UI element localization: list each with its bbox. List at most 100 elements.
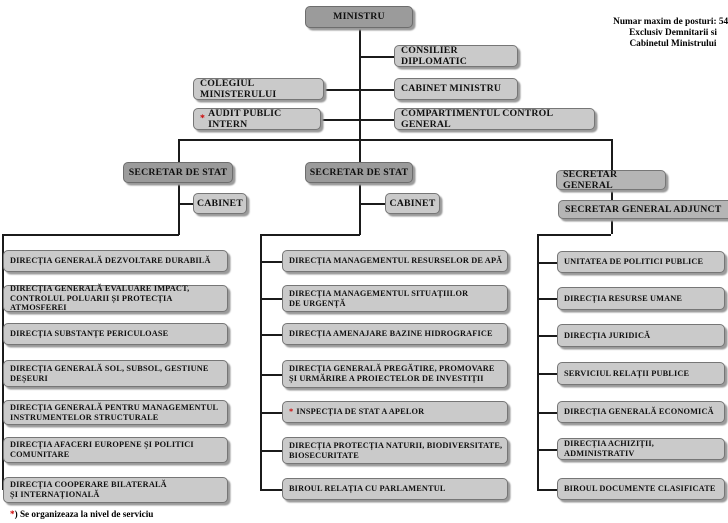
node-secretar-general-adjunct: SECRETAR GENERAL ADJUNCT: [558, 200, 728, 219]
connector: [260, 234, 360, 236]
connector: [260, 334, 282, 336]
node-label: DIRECȚIA GENERALĂ SOL, SUBSOL, GESTIUNE …: [10, 363, 209, 383]
connector: [537, 234, 539, 489]
connector: [537, 373, 557, 375]
connector: [260, 489, 282, 491]
connector: [537, 489, 557, 491]
footnote-text: ) Se organizeaza la nivel de serviciu: [14, 509, 154, 519]
node-right-6: DIRECȚIA ACHIZIȚII, ADMINISTRATIV: [557, 438, 725, 460]
node-right-2: DIRECȚIA RESURSE UMANE: [557, 287, 725, 310]
connector: [260, 412, 282, 414]
node-middle-5: * INSPECȚIA DE STAT A APELOR: [282, 401, 508, 423]
connector: [178, 203, 193, 205]
connector: [537, 412, 557, 414]
node-left-5: DIRECȚIA GENERALĂ PENTRU MANAGEMENTUL IN…: [3, 400, 228, 425]
connector: [537, 449, 557, 451]
node-label: DIRECȚIA GENERALĂ DEZVOLTARE DURABILĂ: [10, 256, 211, 266]
node-label: DIRECȚIA GENERALĂ PENTRU MANAGEMENTUL IN…: [10, 402, 219, 422]
node-label: SECRETAR DE STAT: [128, 166, 228, 178]
node-compartimentul-control-general: COMPARTIMENTUL CONTROL GENERAL: [394, 108, 595, 130]
node-label: DIRECȚIA COOPERARE BILATERALĂ ȘI INTERNA…: [10, 480, 167, 499]
connector: [537, 298, 557, 300]
connector: [359, 139, 361, 162]
connector: [359, 56, 394, 58]
connector: [611, 219, 613, 234]
node-label: BIROUL RELAȚIA CU PARLAMENTUL: [289, 484, 446, 494]
max-posts-annotation: Numar maxim de posturi: 544 Exclusiv Dem…: [613, 17, 728, 50]
connector: [260, 298, 282, 300]
node-middle-4: DIRECȚIA GENERALĂ PREGĂTIRE, PROMOVARE Ș…: [282, 360, 508, 388]
node-middle-6: DIRECȚIA PROTECȚIA NATURII, BIODIVERSITA…: [282, 437, 508, 464]
node-audit-public-intern: * AUDIT PUBLIC INTERN: [193, 108, 321, 130]
node-label: DIRECȚIA ACHIZIȚII, ADMINISTRATIV: [564, 439, 654, 458]
node-label: CONSILIER DIPLOMATIC: [401, 44, 468, 67]
connector: [359, 89, 394, 91]
node-label: DIRECȚIA PROTECȚIA NATURII, BIODIVERSITA…: [289, 440, 503, 460]
connector: [611, 139, 613, 170]
node-label: DIRECȚIA AMENAJARE BAZINE HIDROGRAFICE: [289, 329, 493, 339]
connector: [178, 139, 612, 141]
node-secretar-de-stat-center: SECRETAR DE STAT: [305, 162, 413, 183]
node-label: DIRECȚIA RESURSE UMANE: [564, 293, 683, 303]
node-label: DIRECȚIA MANAGEMENTUL RESURSELOR DE APĂ: [289, 256, 503, 266]
node-left-7: DIRECȚIA COOPERARE BILATERALĂ ȘI INTERNA…: [3, 477, 228, 503]
node-right-3: DIRECȚIA JURIDICĂ: [557, 324, 725, 347]
node-right-1: UNITATEA DE POLITICI PUBLICE: [557, 251, 725, 273]
node-label: CABINET MINISTRU: [401, 83, 502, 95]
node-consilier-diplomatic: CONSILIER DIPLOMATIC: [394, 45, 518, 67]
node-label: SERVICIUL RELAȚII PUBLICE: [564, 368, 690, 378]
node-middle-2: DIRECȚIA MANAGEMENTUL SITUAȚIILOR DE URG…: [282, 285, 508, 312]
node-ministru: MINISTRU: [305, 6, 413, 28]
node-cabinet-ministru: CABINET MINISTRU: [394, 78, 518, 100]
node-label: CABINET: [196, 197, 244, 209]
node-left-3: DIRECȚIA SUBSTANȚE PERICULOASE: [3, 323, 228, 345]
node-label: DIRECȚIA SUBSTANȚE PERICULOASE: [10, 329, 169, 339]
connector: [321, 119, 359, 121]
node-label: COMPARTIMENTUL CONTROL GENERAL: [401, 107, 553, 130]
node-middle-1: DIRECȚIA MANAGEMENTUL RESURSELOR DE APĂ: [282, 250, 508, 272]
node-label: DIRECȚIA GENERALĂ ECONOMICĂ: [564, 407, 714, 417]
node-label: SECRETAR GENERAL ADJUNCT: [565, 203, 722, 215]
red-asterisk: *: [289, 407, 294, 417]
connector: [2, 234, 179, 236]
node-label: INSPECȚIA DE STAT A APELOR: [296, 407, 425, 417]
connector: [324, 89, 359, 91]
node-middle-7: BIROUL RELAȚIA CU PARLAMENTUL: [282, 478, 508, 500]
node-label: DIRECȚIA AFACERI EUROPENE ȘI POLITICI CO…: [10, 440, 194, 459]
node-middle-3: DIRECȚIA AMENAJARE BAZINE HIDROGRAFICE: [282, 323, 508, 345]
node-label: DIRECȚIA GENERALĂ EVALUARE IMPACT, CONTR…: [10, 284, 190, 313]
node-left-2: DIRECȚIA GENERALĂ EVALUARE IMPACT, CONTR…: [3, 284, 228, 313]
node-label: UNITATEA DE POLITICI PUBLICE: [564, 257, 704, 267]
connector: [260, 374, 282, 376]
connector: [260, 261, 282, 263]
red-asterisk: *: [10, 509, 15, 519]
red-asterisk: *: [200, 113, 206, 125]
node-label: SECRETAR GENERAL: [563, 168, 618, 191]
node-label: BIROUL DOCUMENTE CLASIFICATE: [564, 484, 716, 494]
node-right-7: BIROUL DOCUMENTE CLASIFICATE: [557, 478, 725, 500]
connector: [2, 234, 4, 490]
connector: [359, 183, 361, 235]
connector: [537, 335, 557, 337]
node-left-4: DIRECȚIA GENERALĂ SOL, SUBSOL, GESTIUNE …: [3, 360, 228, 387]
node-label: DIRECȚIA GENERALĂ PREGĂTIRE, PROMOVARE Ș…: [289, 364, 495, 383]
node-label: MINISTRU: [333, 11, 385, 23]
footnote: *) Se organizeaza la nivel de serviciu: [10, 509, 153, 519]
node-label: CABINET: [389, 197, 436, 209]
node-left-6: DIRECȚIA AFACERI EUROPENE ȘI POLITICI CO…: [3, 437, 228, 463]
connector: [178, 183, 180, 235]
node-secretar-general: SECRETAR GENERAL: [556, 168, 666, 191]
node-label: AUDIT PUBLIC INTERN: [208, 107, 282, 130]
connector: [359, 203, 385, 205]
node-label: DIRECȚIA MANAGEMENTUL SITUAȚIILOR DE URG…: [289, 288, 469, 308]
node-label: DIRECȚIA JURIDICĂ: [564, 330, 651, 340]
node-label: COLEGIUL MINISTERULUI: [200, 77, 277, 100]
node-left-1: DIRECȚIA GENERALĂ DEZVOLTARE DURABILĂ: [3, 250, 228, 272]
node-right-4: SERVICIUL RELAȚII PUBLICE: [557, 362, 725, 385]
connector: [611, 190, 613, 200]
connector: [537, 234, 611, 236]
connector: [260, 450, 282, 452]
connector: [359, 119, 394, 121]
node-colegiul-ministerului: COLEGIUL MINISTERULUI: [193, 78, 324, 100]
node-secretar-de-stat-left: SECRETAR DE STAT: [123, 162, 233, 183]
